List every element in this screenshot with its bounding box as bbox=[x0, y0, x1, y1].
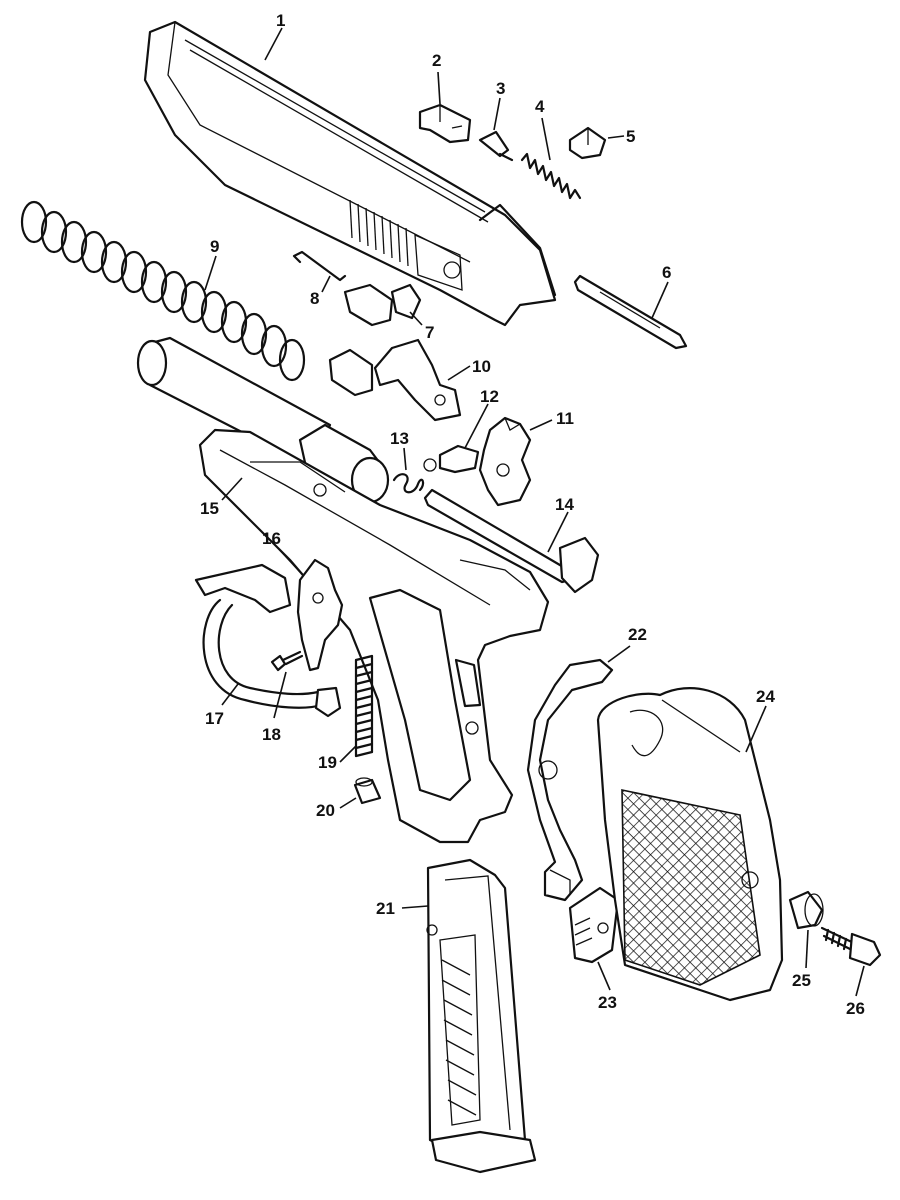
plunger-part bbox=[353, 777, 382, 805]
callout-10: 10 bbox=[472, 357, 491, 376]
callout-15: 15 bbox=[200, 499, 219, 518]
safety-part bbox=[343, 283, 422, 327]
small-spring-part bbox=[392, 473, 425, 494]
callout-24: 24 bbox=[756, 687, 775, 706]
callout-22: 22 bbox=[628, 625, 647, 644]
trigger-guard-part bbox=[194, 563, 342, 718]
callout-20: 20 bbox=[316, 801, 335, 820]
firing-pin-spring-part bbox=[520, 152, 582, 200]
catch-clip-part bbox=[568, 886, 620, 964]
sear-part bbox=[423, 444, 480, 474]
magazine-part bbox=[426, 858, 537, 1174]
callout-6: 6 bbox=[662, 263, 671, 282]
mainspring-part bbox=[354, 654, 374, 758]
callout-11: 11 bbox=[556, 409, 574, 428]
firing-pin-part bbox=[478, 130, 514, 162]
hammer-part bbox=[478, 416, 532, 507]
magazine-catch-part bbox=[526, 658, 614, 902]
callout-25: 25 bbox=[792, 971, 811, 990]
grip-screw-part bbox=[820, 926, 882, 967]
callout-5: 5 bbox=[626, 127, 635, 146]
detent-pin-part bbox=[292, 250, 347, 282]
callout-19: 19 bbox=[318, 753, 337, 772]
slide-part bbox=[143, 20, 557, 327]
rear-sight-part bbox=[418, 103, 472, 144]
frame-part bbox=[198, 428, 550, 844]
callout-13: 13 bbox=[390, 429, 409, 448]
guard-screw-part bbox=[270, 650, 304, 672]
callout-9: 9 bbox=[210, 237, 219, 256]
pin-rod-part bbox=[573, 274, 688, 350]
callout-21: 21 bbox=[376, 899, 395, 918]
callout-17: 17 bbox=[205, 709, 224, 728]
callout-23: 23 bbox=[598, 993, 617, 1012]
callout-3: 3 bbox=[496, 79, 505, 98]
callout-2: 2 bbox=[432, 51, 441, 70]
callout-18: 18 bbox=[262, 725, 281, 744]
callout-12: 12 bbox=[480, 387, 499, 406]
hammer-lever-part bbox=[328, 338, 462, 422]
callout-14: 14 bbox=[555, 495, 574, 514]
recoil-spring-part bbox=[20, 200, 306, 382]
callout-8: 8 bbox=[310, 289, 319, 308]
callout-26: 26 bbox=[846, 999, 865, 1018]
trigger-part bbox=[296, 558, 344, 672]
extractor-part bbox=[568, 126, 607, 160]
grip-bushing-part bbox=[788, 890, 824, 930]
trigger-bar-part bbox=[423, 488, 600, 594]
grip-panel-part bbox=[596, 687, 784, 1002]
callout-4: 4 bbox=[535, 97, 545, 116]
callout-16: 16 bbox=[262, 529, 281, 548]
callout-7: 7 bbox=[425, 323, 434, 342]
callout-1: 1 bbox=[276, 11, 285, 30]
